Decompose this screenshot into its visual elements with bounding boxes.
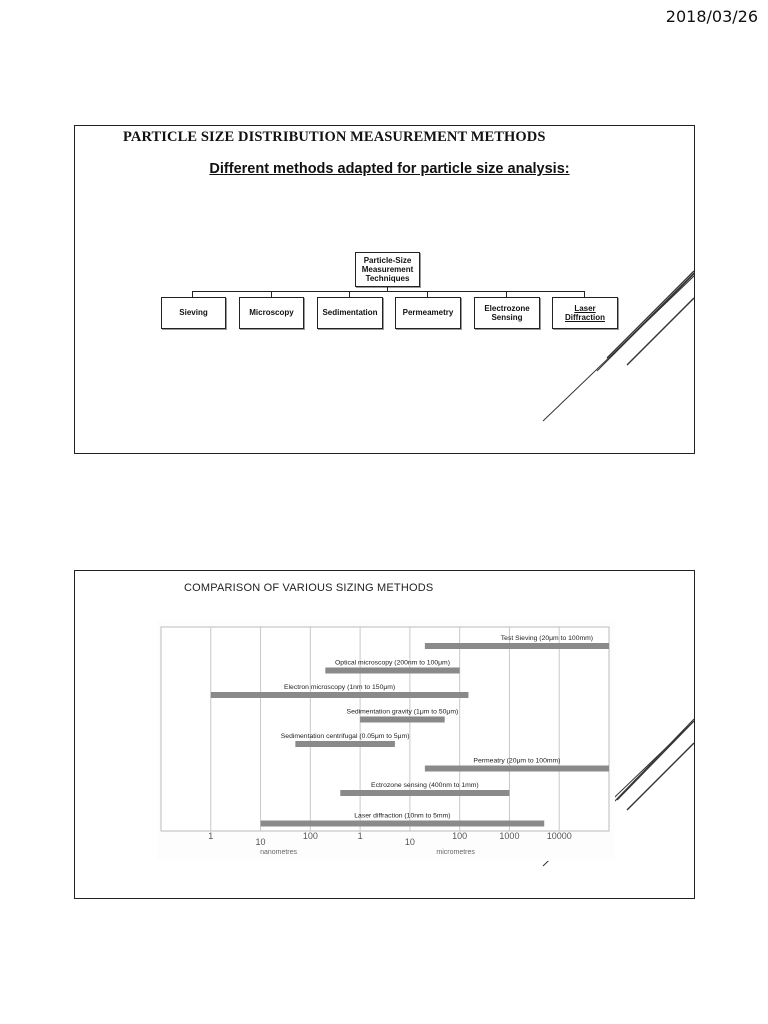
axis-tick-label: 10 bbox=[256, 837, 266, 847]
range-bar bbox=[295, 741, 395, 747]
technique-microscopy: Microscopy bbox=[239, 297, 304, 329]
range-bar-label: Sedimentation gravity (1μm to 50μm) bbox=[347, 709, 459, 716]
range-bar bbox=[340, 790, 510, 796]
slide-title: COMPARISON OF VARIOUS SIZING METHODS bbox=[184, 582, 434, 594]
axis-tick-label: 1 bbox=[208, 831, 213, 841]
axis-tick-label: 100 bbox=[452, 831, 467, 841]
slide-decoration-lines bbox=[542, 270, 694, 422]
range-bar bbox=[210, 692, 469, 698]
technique-laser-diffraction: Laser Diffraction bbox=[552, 297, 618, 329]
plot-area bbox=[160, 626, 610, 832]
slide-sizing-comparison: COMPARISON OF VARIOUS SIZING METHODS Tes… bbox=[74, 570, 695, 899]
axis-tick-label: 10 bbox=[405, 837, 415, 847]
tree-connector bbox=[387, 286, 388, 292]
tree-connector bbox=[271, 291, 272, 297]
axis-tick-label: 100 bbox=[303, 831, 318, 841]
range-bar-label: Ectrozone sensing (400nm to 1mm) bbox=[371, 782, 479, 789]
sizing-range-chart-frame: Test Sieving (20μm to 100mm) Optical micr… bbox=[157, 621, 615, 861]
range-bar-label: Sedimentation centrifugal (0.05μm to 5μm… bbox=[281, 733, 410, 740]
technique-electrozone-sensing: Electrozone Sensing bbox=[474, 297, 540, 329]
range-bar-label: Laser diffraction (10nm to 5mm) bbox=[354, 813, 450, 820]
range-bar bbox=[360, 716, 445, 723]
technique-sieving: Sieving bbox=[161, 297, 226, 329]
range-bar bbox=[260, 820, 545, 827]
root-node-line: Particle-Size bbox=[363, 255, 412, 265]
tree-connector bbox=[427, 291, 428, 297]
axis-unit-label: nanometres bbox=[260, 849, 297, 856]
range-bar bbox=[325, 667, 460, 674]
tree-connector bbox=[349, 291, 350, 297]
range-bar bbox=[424, 643, 609, 649]
axis-unit-label: micrometres bbox=[436, 849, 475, 856]
range-bar bbox=[424, 765, 609, 772]
axis-tick-label: 1000 bbox=[499, 831, 519, 841]
root-node-line: Techniques bbox=[365, 274, 410, 284]
range-bar-label: Optical microscopy (200nm to 100μm) bbox=[335, 660, 450, 667]
slide-subtitle: Different methods adapted for particle s… bbox=[209, 161, 570, 177]
axis-tick-label: 10000 bbox=[547, 831, 572, 841]
page-date: 2018/03/26 bbox=[665, 7, 758, 26]
root-node-box: Particle-Size Measurement Techniques bbox=[355, 252, 420, 287]
axis-tick-label: 1 bbox=[358, 831, 363, 841]
tree-connector bbox=[506, 291, 507, 297]
technique-permeametry: Permeametry bbox=[395, 297, 461, 329]
tree-connector bbox=[584, 291, 585, 297]
range-bar-label: Electron microscopy (1nm to 150μm) bbox=[284, 684, 395, 691]
sizing-range-chart: Test Sieving (20μm to 100mm) Optical micr… bbox=[160, 626, 610, 856]
range-bar-label: Permeatry (20μm to 100mm) bbox=[473, 758, 560, 765]
tree-connector bbox=[192, 291, 585, 292]
tree-connector bbox=[192, 291, 193, 297]
range-bar-label: Test Sieving (20μm to 100mm) bbox=[501, 635, 593, 642]
slide-particle-size-methods: PARTICLE SIZE DISTRIBUTION MEASUREMENT M… bbox=[74, 125, 695, 454]
technique-sedimentation: Sedimentation bbox=[317, 297, 383, 329]
slide-title: PARTICLE SIZE DISTRIBUTION MEASUREMENT M… bbox=[123, 129, 546, 145]
root-node-line: Measurement bbox=[361, 264, 414, 274]
slide-decoration-lines bbox=[542, 718, 694, 867]
